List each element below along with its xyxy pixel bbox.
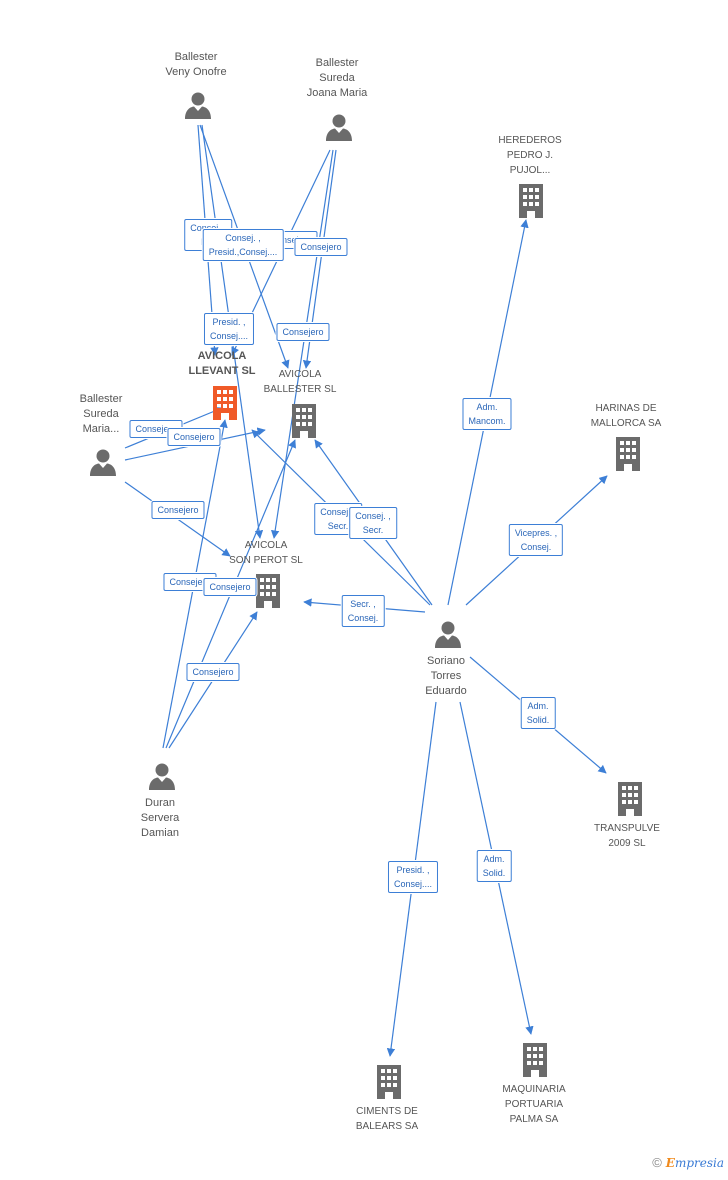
edge-line	[270, 149, 334, 539]
company-icon[interactable]	[377, 1065, 401, 1099]
brand-logo-text: mpresia	[674, 1156, 724, 1170]
node-label-duran-servera-damian[interactable]: Duran Servera Damian	[140, 797, 180, 839]
edge-label[interactable]: Consejero	[294, 238, 348, 256]
node-label-avicola-llevant[interactable]: AVICOLA LLEVANT SL	[188, 350, 256, 377]
edge-label[interactable]: Consej. , Secr.	[349, 507, 397, 539]
copyright-icon: ©	[652, 1155, 662, 1170]
node-label-ballester-sureda-joana-maria[interactable]: Ballester Sureda Joana Maria	[306, 57, 368, 99]
node-label-harinas-de-mallorca[interactable]: HARINAS DE MALLORCA SA	[590, 403, 662, 429]
edge-label[interactable]: Adm. Solid.	[520, 697, 556, 729]
company-icon[interactable]	[519, 184, 543, 218]
node-label-herederos-pedro-pujol[interactable]: HEREDEROS PEDRO J. PUJOL...	[498, 135, 562, 176]
company-icon[interactable]	[618, 782, 642, 816]
company-icon[interactable]	[616, 437, 640, 471]
brand-footer: ©Empresia	[652, 1155, 724, 1170]
edge-label[interactable]: Presid. , Consej....	[387, 861, 439, 893]
company-icon[interactable]	[213, 386, 237, 420]
person-icon[interactable]	[435, 621, 461, 649]
edge-label[interactable]: Consej. , Presid.,Consej....	[202, 229, 284, 261]
person-icon[interactable]	[149, 763, 175, 791]
node-label-maquinaria-portuaria-palma[interactable]: MAQUINARIA PORTUARIA PALMA SA	[502, 1084, 566, 1125]
node-label-ballester-sureda-maria[interactable]: Ballester Sureda Maria...	[79, 393, 123, 435]
edge-label[interactable]: Adm. Solid.	[476, 850, 512, 882]
company-icon[interactable]	[523, 1043, 547, 1077]
person-icon[interactable]	[185, 92, 211, 120]
node-label-ciments-de-balears[interactable]: CIMENTS DE BALEARS SA	[355, 1106, 419, 1132]
person-icon[interactable]	[326, 114, 352, 142]
edge-label[interactable]: Consejero	[151, 501, 205, 519]
node-label-avicola-ballester[interactable]: AVICOLA BALLESTER SL	[263, 369, 337, 395]
edge-label[interactable]: Vicepres. , Consej.	[508, 524, 564, 556]
edge-label[interactable]: Consejero	[167, 428, 221, 446]
node-label-transpulve[interactable]: TRANSPULVE 2009 SL	[594, 823, 660, 849]
node-label-avicola-son-perot[interactable]: AVICOLA SON PEROT SL	[229, 540, 303, 566]
company-icon[interactable]	[292, 404, 316, 438]
node-label-soriano-torres-eduardo[interactable]: Soriano Torres Eduardo	[425, 655, 467, 697]
edge-label[interactable]: Consejero	[276, 323, 330, 341]
edge-label[interactable]: Consejero	[203, 578, 257, 596]
edge-label[interactable]: Adm. Mancom.	[462, 398, 512, 430]
brand-logo-initial: E	[665, 1156, 675, 1170]
edge-label[interactable]: Secr. , Consej.	[341, 595, 385, 627]
edge-label[interactable]: Consejero	[186, 663, 240, 681]
edge-line	[124, 481, 231, 557]
company-icon[interactable]	[256, 574, 280, 608]
edge-label[interactable]: Presid. , Consej....	[203, 313, 255, 345]
person-icon[interactable]	[90, 449, 116, 477]
node-label-ballester-veny-onofre[interactable]: Ballester Veny Onofre	[165, 51, 227, 78]
